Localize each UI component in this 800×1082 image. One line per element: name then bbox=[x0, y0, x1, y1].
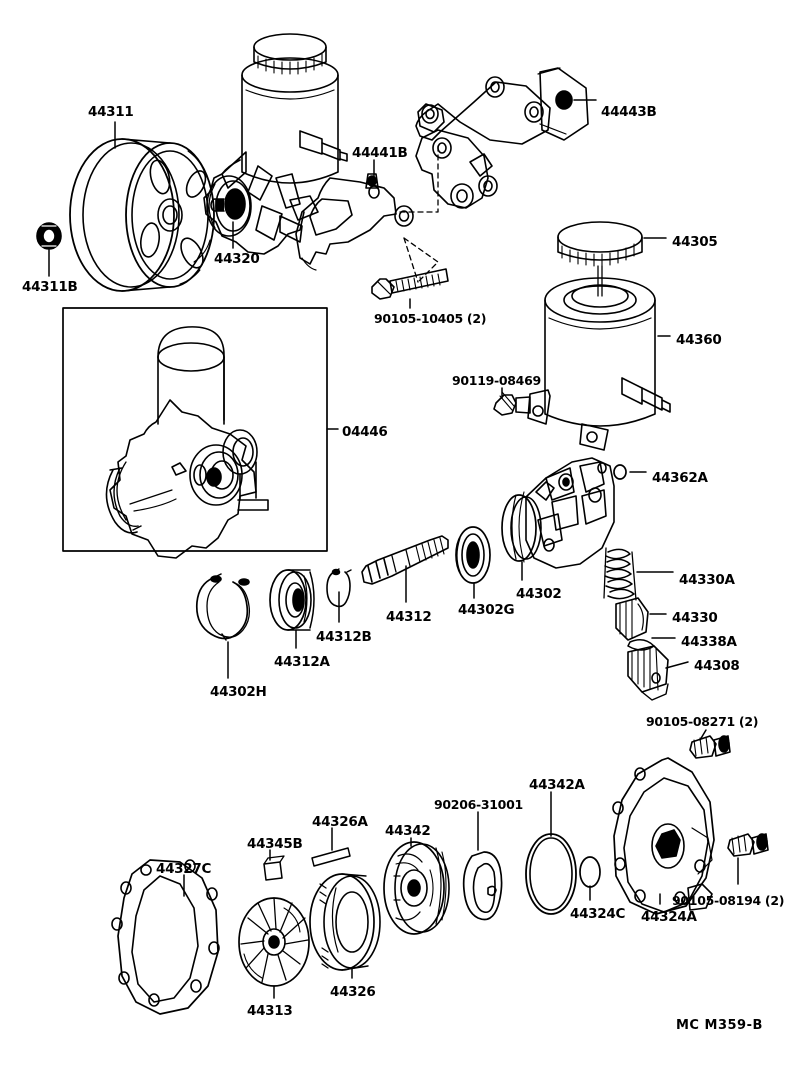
part-reservoir-cap-44305 bbox=[557, 221, 643, 297]
callout-44327C: 44327C bbox=[156, 861, 212, 877]
part-vane-plate-44345B bbox=[263, 855, 285, 881]
callout-44345B: 44345B bbox=[247, 836, 303, 852]
part-bolt-90105-08271 bbox=[689, 735, 731, 759]
part-stud-90119-08469 bbox=[493, 391, 531, 416]
callout-90206-31001: 90206-31001 bbox=[434, 797, 523, 812]
callout-44324C: 44324C bbox=[570, 906, 626, 922]
part-oring-44324C bbox=[579, 856, 601, 888]
part-snap-ring-44302H bbox=[195, 573, 251, 641]
callout-44312B: 44312B bbox=[316, 629, 372, 645]
part-bracket-44443B bbox=[415, 67, 589, 209]
callout-90105-08194: 90105-08194 (2) bbox=[672, 893, 785, 908]
part-union-44308 bbox=[627, 645, 669, 701]
callout-44308: 44308 bbox=[694, 658, 740, 674]
part-pin-44326A bbox=[311, 847, 351, 867]
part-front-housing-44302 bbox=[501, 457, 615, 569]
callout-44338A: 44338A bbox=[681, 634, 737, 650]
callout-44312: 44312 bbox=[386, 609, 432, 625]
callout-44312A: 44312A bbox=[274, 654, 330, 670]
part-rotor-44313 bbox=[238, 897, 310, 987]
callout-44330: 44330 bbox=[672, 610, 718, 626]
callout-44311: 44311 bbox=[88, 104, 134, 120]
part-oring-44362A bbox=[613, 464, 627, 480]
callout-44330A: 44330A bbox=[679, 572, 735, 588]
callout-44302: 44302 bbox=[516, 586, 562, 602]
part-rear-housing-44324A bbox=[612, 757, 715, 915]
callout-44326A: 44326A bbox=[312, 814, 368, 830]
callout-44441B: 44441B bbox=[352, 145, 408, 161]
part-bearing-44312A bbox=[269, 569, 315, 631]
callout-44313: 44313 bbox=[247, 1003, 293, 1019]
part-bolt-90105-08194 bbox=[727, 833, 769, 857]
callout-90105-10405: 90105-10405 (2) bbox=[374, 311, 487, 326]
callout-44324A: 44324A bbox=[641, 909, 697, 925]
part-snap-ring-44312B bbox=[326, 568, 352, 608]
leader-lines bbox=[48, 99, 739, 999]
callout-90119-08469: 90119-08469 bbox=[452, 373, 541, 388]
part-oil-reservoir-44360 bbox=[527, 277, 671, 451]
diagram-footer-code: MC M359-B bbox=[676, 1018, 763, 1033]
part-spring-44330A bbox=[603, 547, 637, 601]
part-pulley-nut-44311B bbox=[36, 222, 62, 250]
callout-44302G: 44302G bbox=[458, 602, 515, 618]
part-cam-ring-44326 bbox=[309, 873, 381, 971]
part-oil-seal-44302G bbox=[455, 526, 491, 584]
part-rotor-plate-44342 bbox=[383, 841, 450, 935]
detail-box-04446 bbox=[62, 307, 328, 559]
callout-44311B: 44311B bbox=[22, 279, 78, 295]
callout-04446: 04446 bbox=[342, 424, 388, 440]
callout-44342: 44342 bbox=[385, 823, 431, 839]
callout-44360: 44360 bbox=[676, 332, 722, 348]
part-bolt-90105-10405 bbox=[371, 268, 449, 300]
part-pump-assembly-44320 bbox=[203, 33, 348, 255]
callout-44443B: 44443B bbox=[601, 104, 657, 120]
callout-44342A: 44342A bbox=[529, 777, 585, 793]
part-pulley-44311 bbox=[69, 138, 215, 292]
callout-44326: 44326 bbox=[330, 984, 376, 1000]
callout-90105-08271: 90105-08271 (2) bbox=[646, 714, 759, 729]
part-bracket-44441B bbox=[295, 173, 414, 271]
dashed-assembly-leader bbox=[397, 145, 439, 283]
callout-44362A: 44362A bbox=[652, 470, 708, 486]
part-gasket-90206-31001 bbox=[462, 851, 503, 921]
part-oring-44342A bbox=[525, 833, 577, 915]
callout-44302H: 44302H bbox=[210, 684, 267, 700]
callout-44305: 44305 bbox=[672, 234, 718, 250]
part-gasket-44327C bbox=[111, 859, 220, 1015]
part-flow-control-valve-44330 bbox=[615, 597, 649, 641]
callout-44320: 44320 bbox=[214, 251, 260, 267]
part-drive-shaft-44312 bbox=[361, 535, 449, 585]
